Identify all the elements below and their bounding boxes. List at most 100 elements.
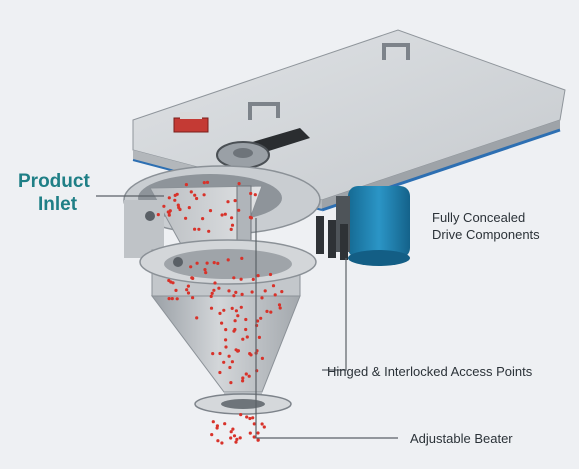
particle-dot bbox=[231, 427, 235, 431]
particle-dot bbox=[232, 276, 236, 280]
particle-dot bbox=[239, 277, 243, 281]
particle-dot bbox=[263, 289, 267, 293]
outlet-opening bbox=[221, 399, 265, 409]
particle-dot bbox=[193, 193, 197, 197]
particle-dot bbox=[211, 420, 215, 424]
particle-dot bbox=[220, 321, 224, 325]
particle-dot bbox=[234, 348, 238, 352]
particle-dot bbox=[245, 415, 249, 419]
particle-dot bbox=[176, 203, 180, 207]
lid-handle-rear bbox=[382, 43, 410, 60]
particle-dot bbox=[229, 381, 233, 385]
particle-dot bbox=[207, 229, 211, 233]
particle-dot bbox=[208, 209, 213, 213]
particle-dot bbox=[223, 212, 227, 216]
particle-dot bbox=[233, 327, 237, 332]
particle-dot bbox=[162, 204, 166, 208]
particle-dot bbox=[167, 297, 171, 301]
particle-dot bbox=[259, 316, 263, 320]
particle-dot bbox=[229, 430, 233, 434]
particle-dot bbox=[213, 281, 217, 285]
particle-dot bbox=[268, 272, 273, 277]
particle-dot bbox=[222, 308, 226, 312]
upper-housing bbox=[123, 165, 321, 258]
particle-dot bbox=[205, 261, 209, 265]
particle-dot bbox=[195, 316, 199, 320]
particle-dot bbox=[184, 183, 188, 187]
particle-dot bbox=[224, 338, 228, 342]
particle-dot bbox=[278, 306, 282, 310]
particle-dot bbox=[228, 365, 232, 370]
particle-dot bbox=[237, 208, 241, 212]
particle-dot bbox=[185, 288, 189, 292]
particle-dot bbox=[260, 356, 264, 360]
particle-dot bbox=[201, 217, 205, 221]
particle-dot bbox=[195, 261, 199, 265]
particle-dot bbox=[277, 303, 282, 307]
particle-dot bbox=[257, 335, 261, 339]
particle-dot bbox=[175, 192, 179, 196]
particle-dot bbox=[168, 209, 172, 213]
leader-access-points bbox=[322, 258, 347, 371]
side-knob-left bbox=[145, 211, 155, 221]
particle-dot bbox=[224, 328, 228, 332]
particle-dot bbox=[240, 292, 244, 296]
particle-dot bbox=[193, 227, 197, 231]
particle-dot bbox=[209, 306, 214, 310]
particle-dot bbox=[211, 352, 215, 356]
label-drive-line1: Fully Concealed bbox=[432, 210, 526, 225]
particle-dot bbox=[175, 297, 179, 301]
particle-dot bbox=[184, 216, 188, 220]
particle-dot bbox=[170, 297, 174, 301]
label-product-inlet-line1: Product bbox=[18, 171, 90, 192]
particle-dot bbox=[212, 261, 216, 265]
red-control-block bbox=[173, 117, 209, 133]
particle-dot bbox=[251, 416, 255, 420]
particle-dot bbox=[216, 439, 220, 443]
particle-dot bbox=[210, 291, 214, 295]
particle-dot bbox=[156, 213, 160, 217]
particle-dot bbox=[256, 274, 260, 278]
particle-dot bbox=[173, 198, 177, 202]
particle-dot bbox=[203, 268, 207, 272]
particle-dot bbox=[230, 223, 235, 227]
particle-dot bbox=[244, 327, 248, 332]
particle-dot bbox=[218, 370, 222, 375]
particle-dot bbox=[269, 310, 273, 314]
particle-dot bbox=[256, 431, 260, 435]
particle-dot bbox=[234, 309, 238, 313]
particle-dot bbox=[252, 435, 256, 439]
particle-dot bbox=[256, 319, 260, 323]
pulley-hub bbox=[233, 148, 253, 158]
particle-dot bbox=[230, 360, 234, 364]
particle-dot bbox=[177, 205, 181, 210]
particle-dot bbox=[251, 277, 255, 281]
particle-dot bbox=[167, 196, 171, 200]
particle-dot bbox=[189, 265, 193, 269]
particle-dot bbox=[235, 437, 239, 441]
particle-dot bbox=[240, 256, 244, 260]
particle-dot bbox=[216, 261, 220, 265]
particle-dot bbox=[234, 440, 238, 444]
lid-handle-front bbox=[248, 102, 280, 120]
particle-dot bbox=[215, 426, 219, 430]
motor-body bbox=[348, 186, 410, 258]
particle-dot bbox=[253, 193, 257, 197]
label-access-points: Hinged & Interlocked Access Points bbox=[327, 364, 533, 379]
particle-dot bbox=[226, 258, 230, 262]
access-latch-2 bbox=[328, 220, 336, 258]
particle-dot bbox=[186, 291, 191, 295]
particle-dot bbox=[280, 290, 284, 294]
particle-dot bbox=[230, 306, 234, 310]
discharge-cone bbox=[151, 295, 301, 393]
particle-dot bbox=[232, 294, 236, 298]
particle-dot bbox=[230, 216, 234, 220]
side-knob-right bbox=[173, 257, 183, 267]
particle-dot bbox=[190, 276, 194, 280]
particle-dot bbox=[209, 294, 213, 298]
particle-dot bbox=[244, 317, 248, 322]
particle-dot bbox=[202, 193, 206, 197]
particle-dot bbox=[227, 289, 231, 293]
particle-dot bbox=[239, 413, 243, 417]
particle-dot bbox=[223, 422, 227, 426]
